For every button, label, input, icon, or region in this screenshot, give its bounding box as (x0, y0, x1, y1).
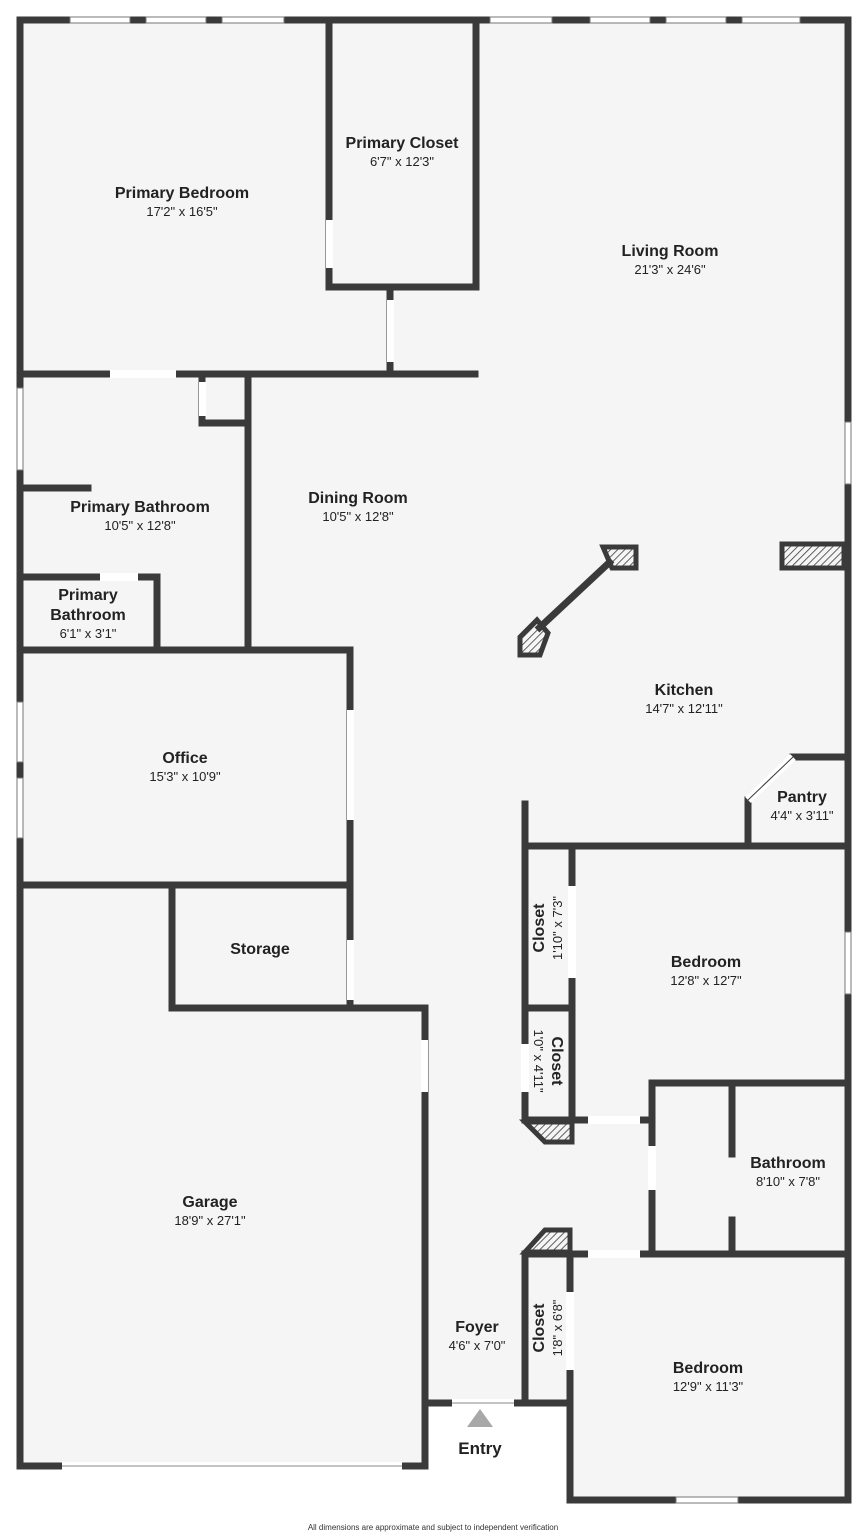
room-storage: Storage (230, 941, 290, 958)
room-bathroom: Bathroom 8'10" x 7'8" (750, 1155, 826, 1189)
room-dims: 6'7" x 12'3" (370, 154, 434, 169)
kitchen-island (517, 544, 639, 658)
windows (16, 16, 852, 1504)
room-name: Bedroom (671, 954, 741, 971)
disclaimer: All dimensions are approximate and subje… (308, 1523, 558, 1532)
room-closet-1: Closet 1'10" x 7'3" (531, 896, 565, 960)
room-name: Foyer (455, 1319, 499, 1336)
room-primary-bedroom: Primary Bedroom 17'2" x 16'5" (115, 185, 249, 219)
room-name-line2: Bathroom (50, 607, 126, 624)
room-primary-bathroom-2: Primary Bathroom 6'1" x 3'1" (50, 587, 126, 641)
room-dining-room: Dining Room 10'5" x 12'8" (308, 490, 408, 524)
room-dims: 1'8" x 6'8" (550, 1299, 565, 1356)
room-name: Bedroom (673, 1360, 743, 1377)
door-opening-edges (62, 1402, 514, 1467)
room-dims: 18'9" x 27'1" (174, 1213, 246, 1228)
room-name: Primary Closet (346, 135, 460, 152)
room-kitchen: Kitchen 14'7" x 12'11" (645, 682, 723, 716)
floor-areas (20, 20, 848, 1500)
room-dims: 8'10" x 7'8" (756, 1174, 820, 1189)
room-pantry: Pantry 4'4" x 3'11" (770, 789, 833, 823)
room-bedroom-2: Bedroom 12'9" x 11'3" (673, 1360, 744, 1394)
room-dims: 4'6" x 7'0" (449, 1338, 506, 1353)
room-closet-2: Closet 1'0" x 4'11" (531, 1029, 565, 1092)
room-bedroom-1: Bedroom 12'8" x 12'7" (670, 954, 742, 988)
room-dims: 12'8" x 12'7" (670, 973, 742, 988)
room-dims: 6'1" x 3'1" (60, 626, 117, 641)
entry-arrow-icon (467, 1409, 493, 1427)
structural-blocks (518, 541, 847, 1255)
room-dims: 4'4" x 3'11" (770, 808, 833, 823)
room-dims: 12'9" x 11'3" (673, 1379, 744, 1394)
room-dims: 15'3" x 10'9" (149, 769, 221, 784)
room-name: Pantry (777, 789, 827, 806)
room-name: Storage (230, 941, 290, 958)
room-dims: 14'7" x 12'11" (645, 701, 723, 716)
room-name: Dining Room (308, 490, 408, 507)
room-name: Kitchen (655, 682, 714, 699)
room-name: Garage (182, 1194, 237, 1211)
room-dims: 1'0" x 4'11" (531, 1029, 546, 1092)
room-name: Closet (548, 1037, 565, 1087)
room-dims: 10'5" x 12'8" (104, 518, 176, 533)
room-dims: 21'3" x 24'6" (634, 262, 706, 277)
room-garage: Garage 18'9" x 27'1" (174, 1194, 246, 1228)
room-name: Closet (531, 1303, 548, 1353)
room-name: Bathroom (750, 1155, 826, 1172)
room-name: Primary Bathroom (70, 499, 210, 516)
room-name: Primary Bedroom (115, 185, 249, 202)
room-name: Closet (531, 903, 548, 953)
room-name-line1: Primary (58, 587, 118, 604)
room-dims: 17'2" x 16'5" (146, 204, 218, 219)
room-foyer: Foyer 4'6" x 7'0" (449, 1319, 506, 1353)
room-name: Living Room (622, 243, 719, 260)
room-office: Office 15'3" x 10'9" (149, 750, 221, 784)
room-primary-bathroom: Primary Bathroom 10'5" x 12'8" (70, 499, 210, 533)
room-dims: 1'10" x 7'3" (550, 896, 565, 960)
room-dims: 10'5" x 12'8" (322, 509, 394, 524)
pantry-door-edge (747, 756, 794, 801)
room-primary-closet: Primary Closet 6'7" x 12'3" (346, 135, 460, 169)
room-living-room: Living Room 21'3" x 24'6" (622, 243, 719, 277)
entry-label: Entry (458, 1439, 502, 1458)
room-name: Office (162, 750, 207, 767)
room-closet-3: Closet 1'8" x 6'8" (531, 1299, 565, 1356)
